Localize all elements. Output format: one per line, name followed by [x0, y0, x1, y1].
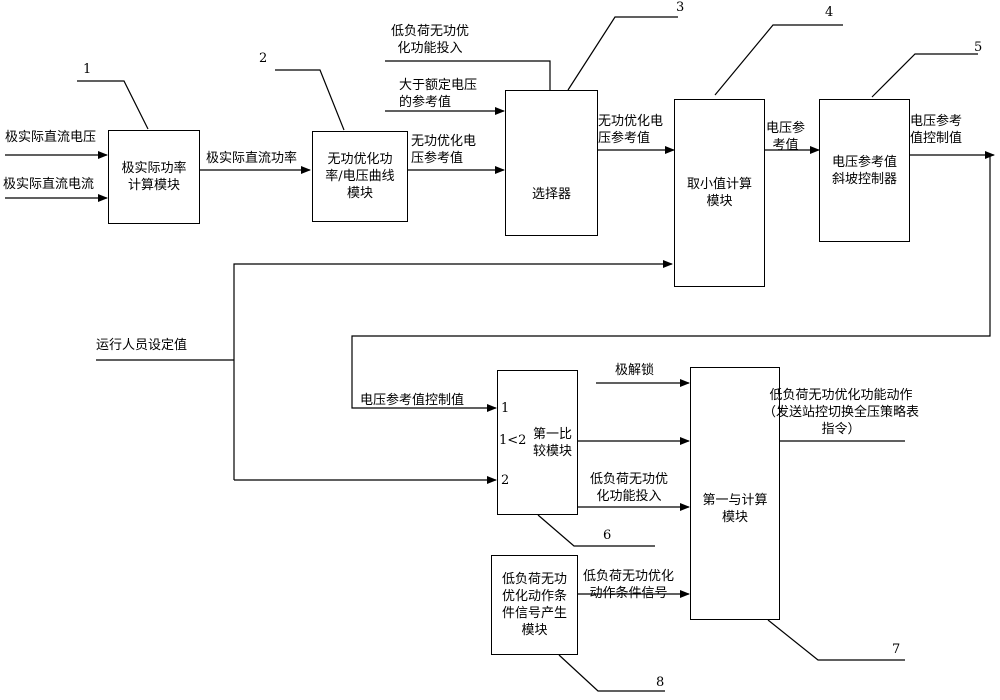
block-2-label: 无功优化功 率/电压曲线 模块 [325, 152, 395, 201]
label-low-load-enable: 低负荷无功优 化功能投入 [391, 24, 470, 56]
label-opt-v-ref-1: 无功优化电 压参考值 [411, 134, 477, 166]
label-dc-voltage: 极实际直流电压 [5, 130, 97, 145]
block-min-value-calc: 取小值计算 模块 [674, 99, 765, 287]
label-low-load-condition-signal: 低负荷无功优化 动作条件信号 [583, 569, 675, 601]
block-pole-actual-power-calc: 极实际功率 计算模块 [108, 130, 200, 224]
ref-number-6: 6 [603, 528, 612, 543]
block-1-label: 极实际功率 计算模块 [121, 161, 187, 193]
block-7-label: 第一与计算 模块 [702, 492, 768, 525]
block-reactive-optimization-curve: 无功优化功 率/电压曲线 模块 [312, 131, 408, 222]
label-above-rated-voltage: 大于额定电压 的参考值 [399, 78, 478, 110]
label-dc-power: 极实际直流功率 [206, 151, 298, 166]
label-v-ref: 电压参 考值 [766, 121, 806, 153]
block-5-label: 电压参考值 斜坡控制器 [831, 154, 897, 187]
ref-number-4: 4 [825, 5, 834, 20]
ref-number-3: 3 [676, 0, 685, 15]
port-comparison-label: 1<2 [499, 433, 527, 448]
ref-number-2: 2 [259, 51, 268, 66]
label-opt-v-ref-2: 无功优化电 压参考值 [598, 114, 664, 146]
block-first-and-calc: 第一与计算 模块 [690, 367, 780, 620]
label-v-ref-ctrl-out: 电压参考 值控制值 [910, 114, 963, 146]
label-v-ref-ctrl-in: 电压参考值控制值 [360, 393, 465, 408]
block-first-comparison: 第一比 较模块 [497, 370, 578, 515]
port-1-label: 1 [501, 401, 510, 416]
ref-number-7: 7 [892, 642, 901, 657]
ref-number-5: 5 [974, 40, 983, 55]
label-low-load-enable-2: 低负荷无功优 化功能投入 [590, 472, 669, 504]
block-selector: 选择器 [505, 90, 598, 236]
ref-number-8: 8 [656, 675, 665, 690]
block-condition-signal-generator: 低负荷无功 优化动作条 件信号产生 模块 [491, 555, 578, 655]
label-dc-current: 极实际直流电流 [3, 177, 95, 192]
block-8-label: 低负荷无功 优化动作条 件信号产生 模块 [501, 572, 567, 638]
ref-number-1: 1 [83, 62, 92, 77]
label-function-action-output: 低负荷无功优化功能动作 （发送站控切换全压策略表 指令） [763, 388, 920, 437]
label-deblock: 极解锁 [615, 363, 655, 378]
block-3-label: 选择器 [531, 187, 571, 202]
block-4-label: 取小值计算 模块 [686, 177, 752, 209]
block-6-label: 第一比 较模块 [532, 426, 572, 459]
block-voltage-ref-ramp-controller: 电压参考值 斜坡控制器 [819, 99, 910, 242]
label-operator-setting: 运行人员设定值 [96, 338, 188, 353]
port-2-label: 2 [501, 473, 510, 488]
